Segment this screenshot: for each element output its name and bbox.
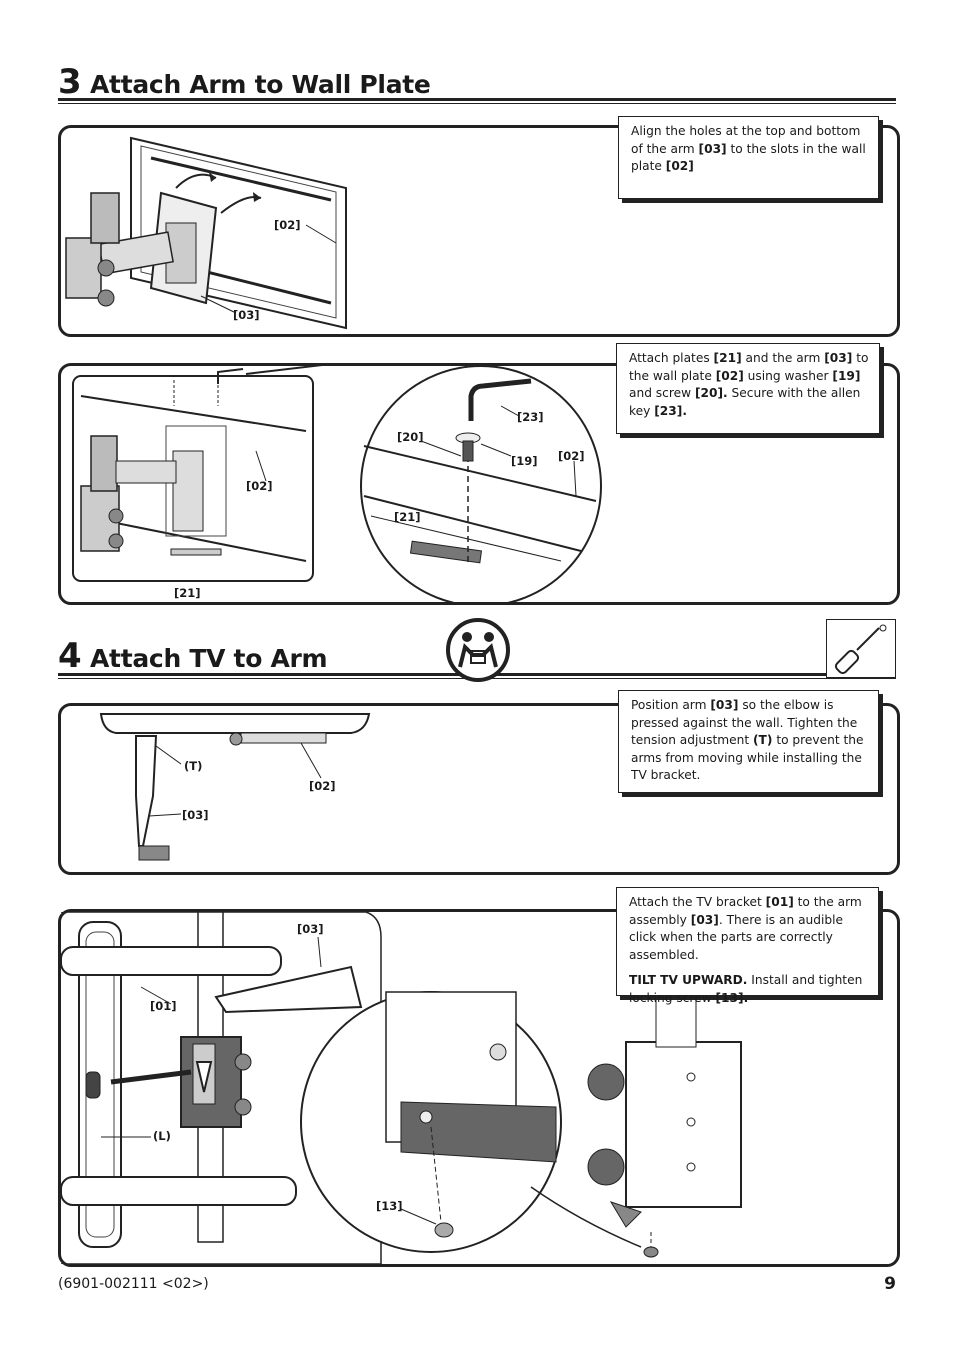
- step-number: 4: [58, 636, 82, 676]
- instruction-callout-2: Attach plates [21] and the arm [03] to t…: [616, 343, 880, 434]
- screwdriver-icon: [826, 619, 896, 678]
- position-arm-illustration: [99, 713, 371, 861]
- label-arm: [03]: [182, 808, 209, 822]
- step-4-header: 4 Attach TV to Arm: [58, 636, 896, 676]
- label-wall-plate: [02]: [246, 479, 273, 493]
- label-lock: (L): [153, 1129, 171, 1143]
- label-tension: (T): [184, 759, 203, 773]
- label-washer: [19]: [511, 454, 538, 468]
- page-number: 9: [884, 1274, 896, 1294]
- panel-position-arm: (T) [02] [03]: [58, 703, 900, 875]
- label-locking-screw: [13]: [376, 1199, 403, 1213]
- label-allen-key: [23]: [517, 410, 544, 424]
- label-screw: [20]: [397, 430, 424, 444]
- label-plates-zoom: [21]: [394, 510, 421, 524]
- step-number: 3: [58, 62, 82, 102]
- panel-attach-tv-bracket: [03] [01] (L) [13]: [58, 909, 900, 1267]
- step-title: Attach TV to Arm: [90, 644, 328, 673]
- label-arm: [03]: [297, 922, 324, 936]
- label-arm: [03]: [233, 308, 260, 322]
- two-person-lift-icon: [446, 618, 510, 682]
- attach-bracket-illustration: [61, 912, 742, 1264]
- header-rule: [58, 98, 896, 104]
- instruction-callout-4: Attach the TV bracket [01] to the arm as…: [616, 887, 879, 1005]
- label-wall-plate: [02]: [309, 779, 336, 793]
- document-id: (6901-002111 <02>): [58, 1276, 209, 1292]
- align-arm-illustration: [65, 136, 347, 330]
- label-wall-plate: [02]: [274, 218, 301, 232]
- label-wall-plate-zoom: [02]: [558, 449, 585, 463]
- step-title: Attach Arm to Wall Plate: [90, 70, 431, 99]
- label-tv-bracket: [01]: [150, 999, 177, 1013]
- label-plates: [21]: [174, 586, 201, 600]
- step-3-header: 3 Attach Arm to Wall Plate: [58, 62, 896, 102]
- attach-plates-illustration: [72, 366, 602, 602]
- instruction-callout-3: Position arm [03] so the elbow is presse…: [618, 690, 879, 793]
- instruction-callout-1: Align the holes at the top and bottom of…: [618, 116, 879, 199]
